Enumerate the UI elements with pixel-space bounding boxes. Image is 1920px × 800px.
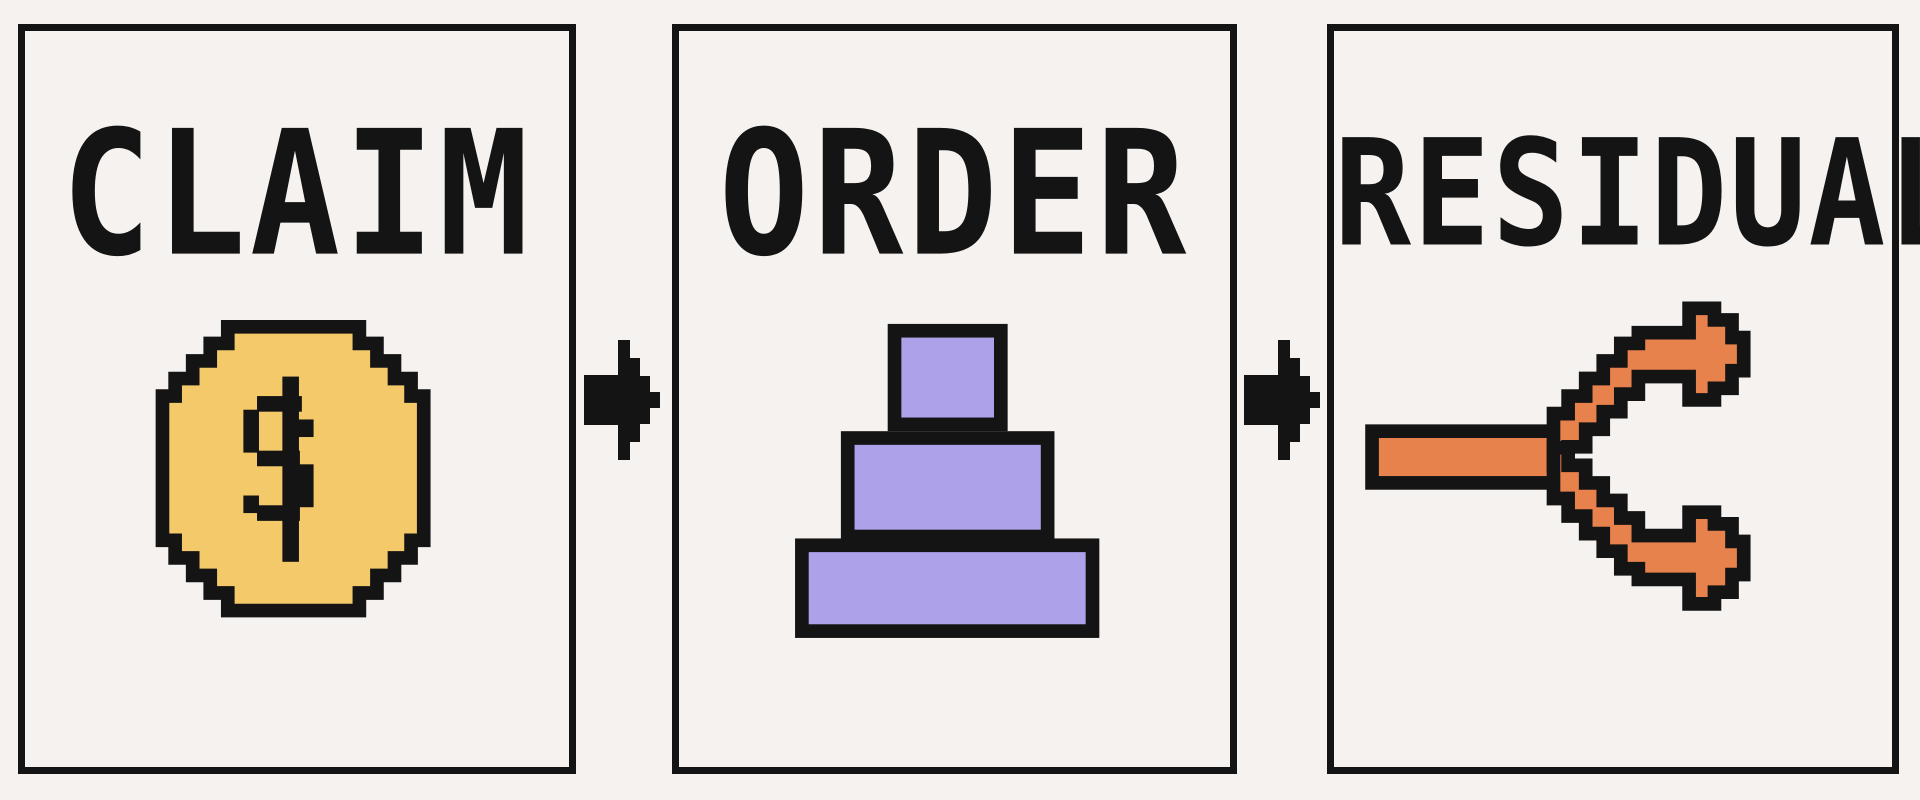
- order-title: ORDER: [718, 94, 1191, 296]
- arrow-right-icon: [584, 340, 660, 460]
- arrow-right-icon: [1244, 340, 1320, 460]
- claim-panel: CLAIM: [18, 24, 576, 774]
- order-panel: ORDER: [672, 24, 1237, 774]
- coin-dollar-icon: [155, 320, 431, 618]
- stacked-pyramid-icon: [795, 323, 1100, 638]
- residual-title: RESIDUAL: [1334, 108, 1920, 281]
- residual-panel: RESIDUAL: [1327, 24, 1920, 774]
- split-arrow-icon: [1365, 301, 1751, 611]
- claim-title: CLAIM: [61, 94, 533, 296]
